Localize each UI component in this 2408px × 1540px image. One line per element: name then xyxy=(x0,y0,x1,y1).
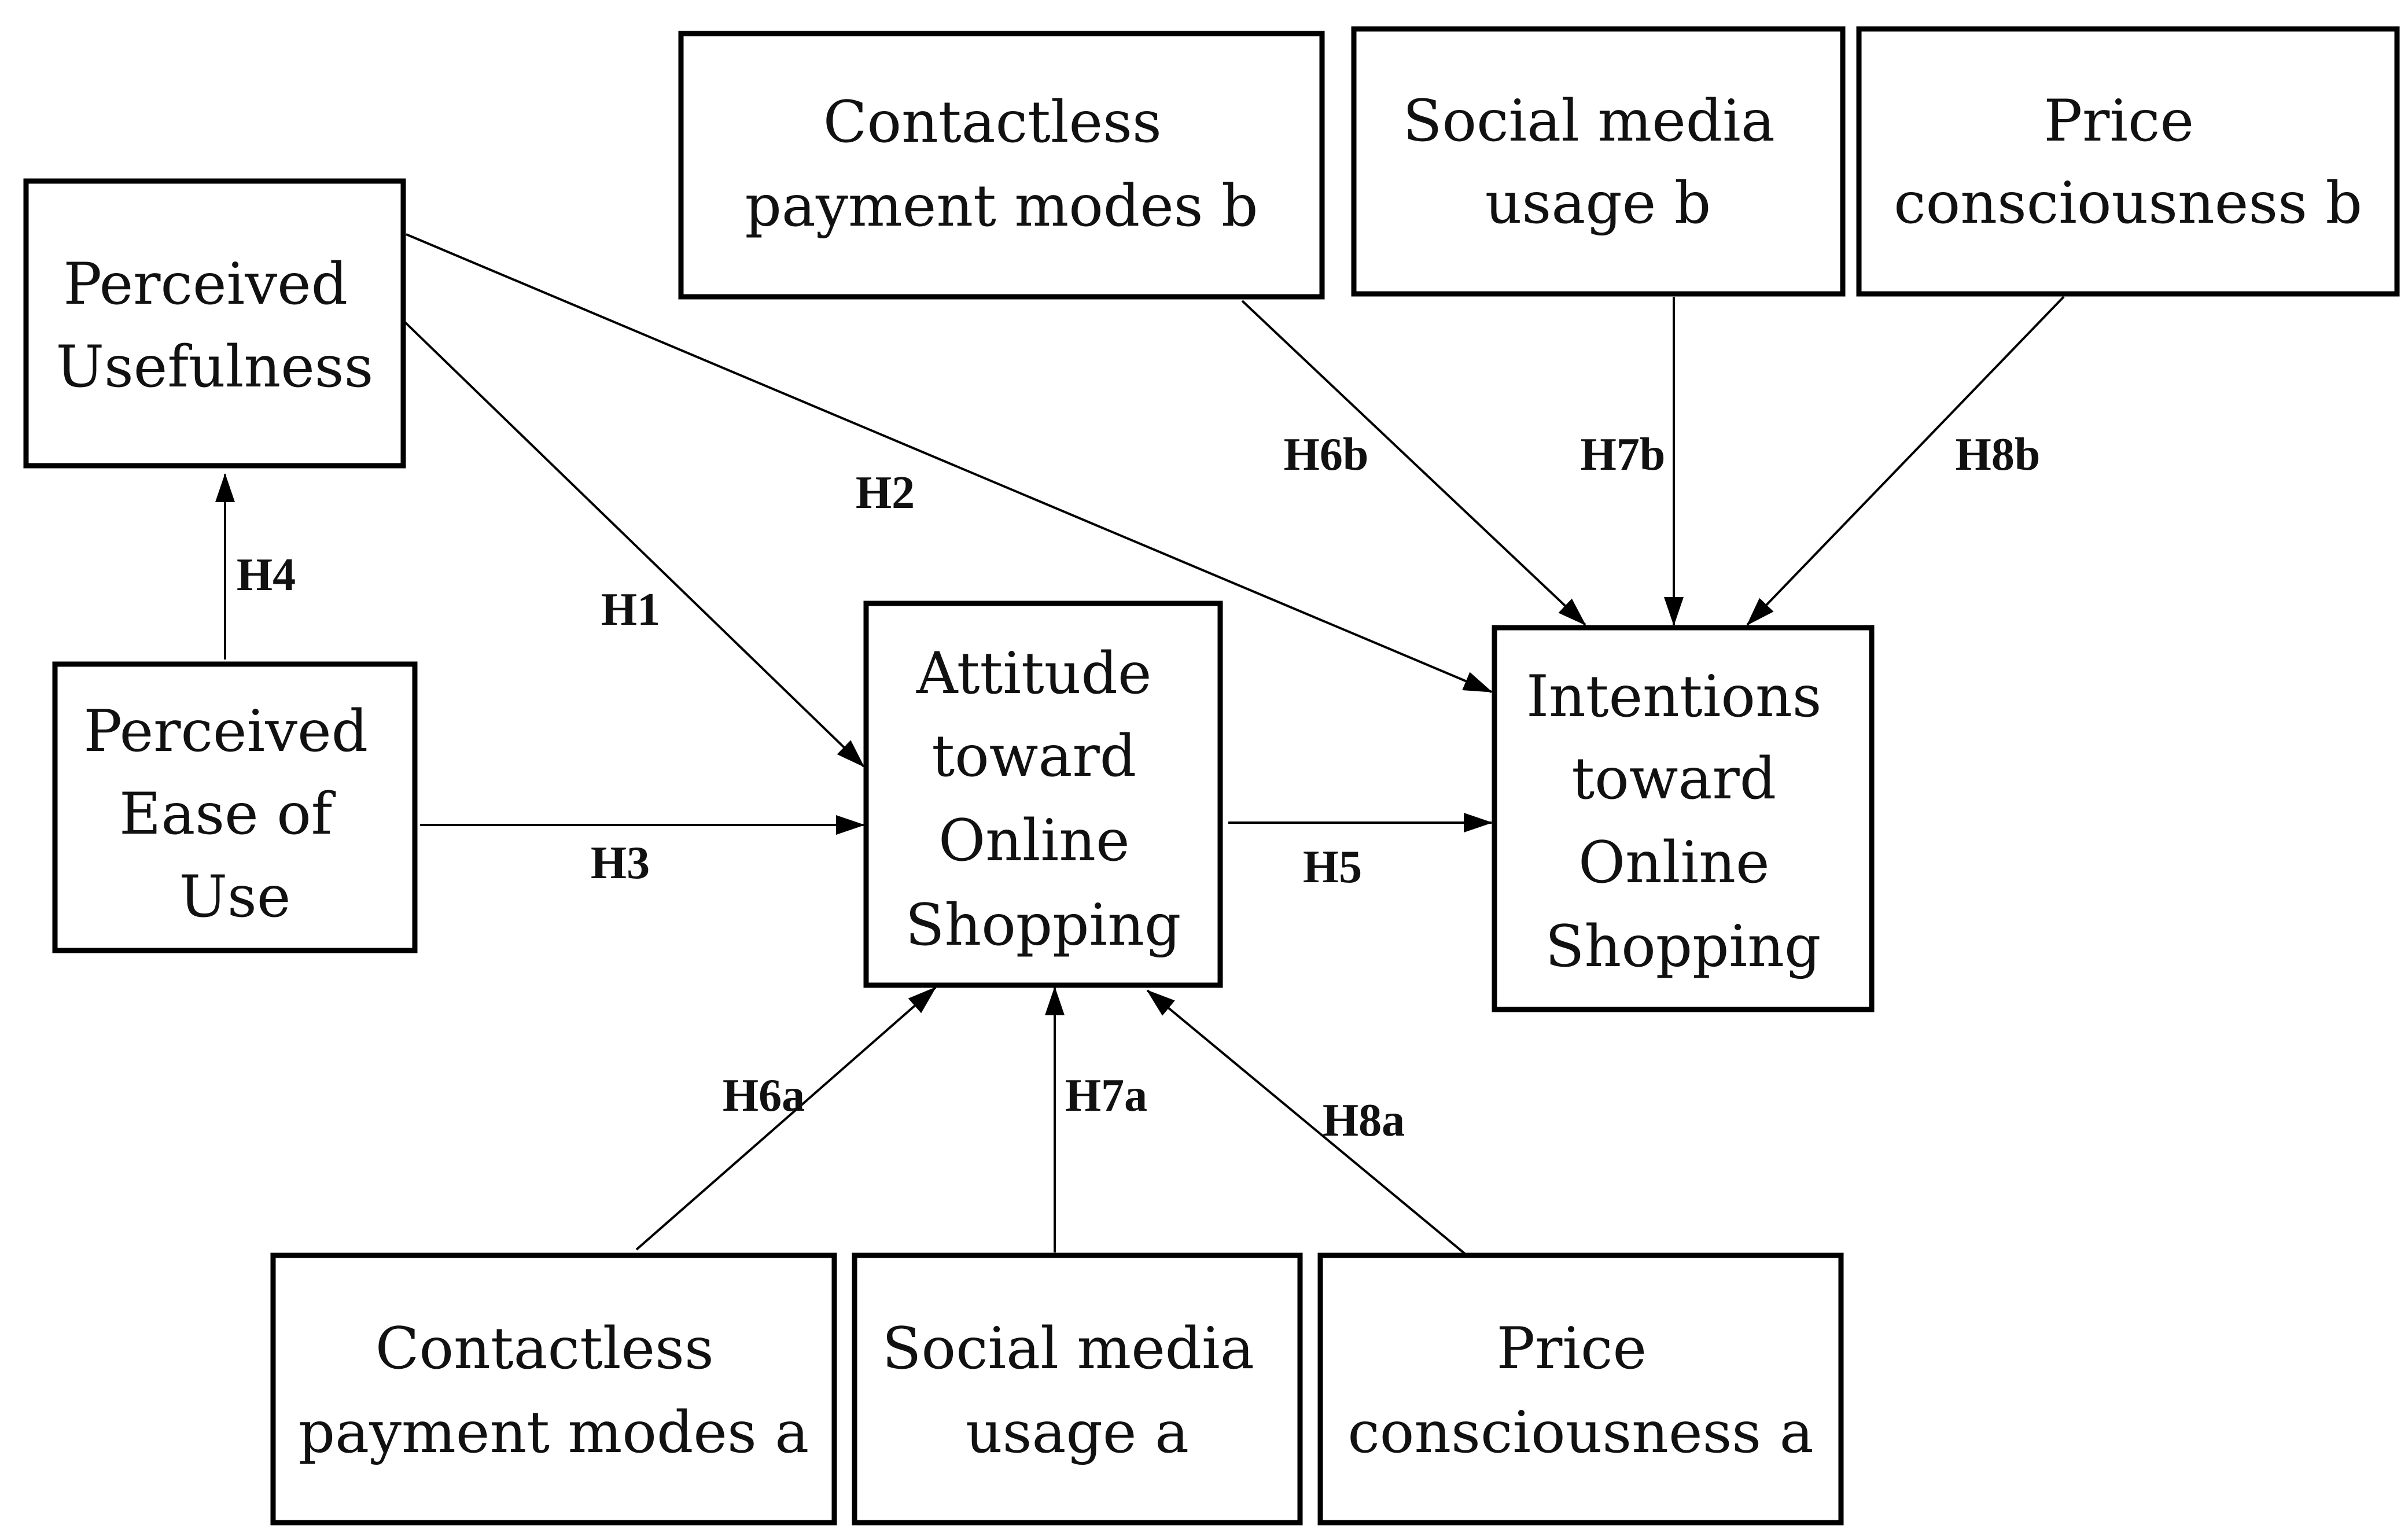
node-label: Attitude toward Online Shopping xyxy=(905,640,1181,959)
label-h6a: H6a xyxy=(723,1070,805,1121)
node-label: Price consciousness a xyxy=(1347,1316,1813,1466)
edges xyxy=(215,233,2065,1255)
edge-h2 xyxy=(406,233,1493,693)
node-label: Contactless payment modes a xyxy=(299,1316,809,1466)
node-perceived-usefulness: Perceived Usefulness xyxy=(23,178,406,469)
label-h7b: H7b xyxy=(1581,429,1666,480)
label-h4: H4 xyxy=(237,550,296,600)
label-h1: H1 xyxy=(601,584,660,635)
label-h3: H3 xyxy=(591,838,650,889)
node-label: Contactless payment modes b xyxy=(745,89,1258,240)
node-price-consciousness-a: Price consciousness a xyxy=(1317,1252,1844,1526)
label-h8b: H8b xyxy=(1956,429,2041,480)
nodes: Perceived Usefulness Perceived Ease of U… xyxy=(23,26,2400,1526)
node-intentions-toward-online-shopping: Intentions toward Online Shopping xyxy=(1492,625,1875,1012)
node-contactless-payment-modes-a: Contactless payment modes a xyxy=(270,1252,837,1526)
node-price-consciousness-b: Price consciousness b xyxy=(1856,26,2400,297)
label-h7a: H7a xyxy=(1065,1070,1147,1121)
edge-h1 xyxy=(404,321,865,768)
label-h5: H5 xyxy=(1303,842,1362,893)
node-perceived-ease-of-use: Perceived Ease of Use xyxy=(52,661,418,953)
node-label: Perceived Usefulness xyxy=(56,251,374,400)
node-label: Intentions toward Online Shopping xyxy=(1526,664,1840,980)
label-h6b: H6b xyxy=(1284,429,1369,480)
node-label: Perceived Ease of Use xyxy=(83,698,386,930)
label-h2: H2 xyxy=(856,467,915,518)
node-contactless-payment-modes-b: Contactless payment modes b xyxy=(678,31,1325,300)
node-attitude-toward-online-shopping: Attitude toward Online Shopping xyxy=(863,600,1223,988)
node-social-media-usage-b: Social media usage b xyxy=(1351,26,1846,297)
node-label: Social media usage a xyxy=(882,1316,1273,1466)
edge-h6b xyxy=(1241,300,1586,626)
hypothesis-labels: H4 H1 H2 H3 H5 H6b H7b H8b H6a H7a H8a xyxy=(237,429,2040,1146)
node-label: Price consciousness b xyxy=(1894,88,2362,237)
node-label: Social media usage b xyxy=(1403,88,1794,237)
edge-h8b xyxy=(1746,296,2065,626)
node-social-media-usage-a: Social media usage a xyxy=(852,1252,1303,1526)
edge-h8a xyxy=(1146,989,1467,1255)
edge-h6a xyxy=(635,986,937,1251)
label-h8a: H8a xyxy=(1323,1095,1405,1146)
